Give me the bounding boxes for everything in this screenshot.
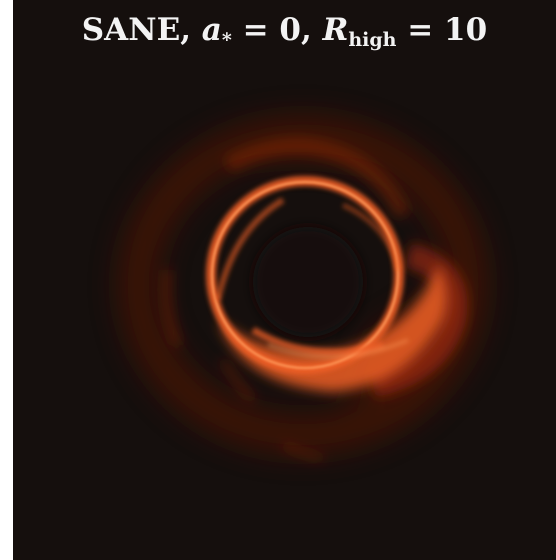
title-spin-value: = 0, bbox=[242, 12, 312, 48]
title-r-symbol: R bbox=[322, 12, 349, 48]
swirl-arms bbox=[162, 138, 468, 461]
inner-streaks bbox=[215, 197, 409, 359]
black-hole-image-panel: SANE, a* = 0, Rhigh = 10 bbox=[13, 0, 556, 560]
image-title: SANE, a* = 0, Rhigh = 10 bbox=[13, 10, 556, 60]
title-model: SANE, bbox=[81, 12, 191, 48]
title-r-subscript: high bbox=[348, 29, 397, 51]
title-r-value: = 10 bbox=[407, 12, 488, 48]
photon-ring bbox=[206, 176, 404, 374]
black-hole-ring-image bbox=[118, 115, 488, 461]
title-spin-subscript: * bbox=[221, 29, 232, 51]
title-spin-symbol: a bbox=[201, 12, 222, 48]
central-shadow bbox=[253, 227, 363, 337]
